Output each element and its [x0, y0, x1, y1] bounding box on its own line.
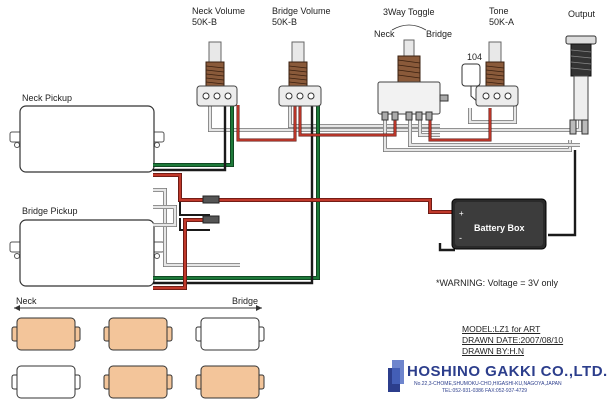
- battery-box: [451, 198, 547, 250]
- battery-label: Battery Box: [474, 223, 525, 233]
- neck-volume-value: 50K-B: [192, 17, 218, 27]
- red-wires: [153, 105, 492, 290]
- switch-cell-2-3: [195, 365, 265, 399]
- switch-cell-2-1: [11, 365, 81, 399]
- toggle-label: 3Way Toggle: [383, 7, 435, 17]
- brand-logo-mark: [388, 360, 404, 392]
- bridge-volume-label: Bridge Volume: [272, 6, 331, 16]
- battery-minus: -: [459, 233, 462, 243]
- drawn-date-info: DRAWN DATE:2007/08/10: [462, 335, 564, 345]
- pickup-selector-chart: [14, 305, 262, 311]
- neck-pickup: [9, 105, 165, 173]
- switch-position-cells: [11, 317, 265, 399]
- tone-label: Tone: [489, 6, 509, 16]
- tone-value: 50K-A: [489, 17, 515, 27]
- capacitor-104: [461, 63, 481, 105]
- output-jack: [565, 35, 597, 135]
- neck-pickup-label: Neck Pickup: [22, 93, 73, 103]
- tone-pot: [475, 41, 519, 107]
- drawn-by-info: DRAWN BY:H.N: [462, 346, 525, 356]
- switch-cell-2-2: [103, 365, 173, 399]
- toggle-bridge-label: Bridge: [426, 29, 453, 39]
- green-wires: [153, 105, 320, 280]
- switch-bridge-label: Bridge: [232, 296, 259, 306]
- wire-splices: [202, 195, 220, 224]
- switch-cell-1-2: [103, 317, 173, 351]
- bridge-pickup-label: Bridge Pickup: [22, 206, 78, 216]
- output-label: Output: [568, 9, 596, 19]
- three-way-toggle: [377, 24, 449, 121]
- switch-neck-label: Neck: [16, 296, 37, 306]
- bridge-volume-pot: [278, 41, 322, 107]
- toggle-neck-label: Neck: [374, 29, 395, 39]
- brand-phone: TEL:052-931-0386 FAX:052-937-4729: [442, 388, 528, 394]
- neck-volume-pot: [196, 41, 238, 107]
- battery-plus: +: [459, 209, 464, 218]
- brand-name: HOSHINO GAKKI CO.,LTD.: [407, 363, 608, 380]
- bridge-volume-value: 50K-B: [272, 17, 298, 27]
- capacitor-label: 104: [467, 52, 483, 62]
- neck-volume-label: Neck Volume: [192, 6, 246, 16]
- voltage-warning: *WARNING: Voltage = 3V only: [436, 278, 558, 288]
- switch-cell-1-3: [195, 317, 265, 351]
- brand-address: No.22,3-CHOME,SHUMOKU-CHO,HIGASHI-KU,NAG…: [414, 381, 562, 387]
- bridge-pickup: [9, 219, 165, 287]
- switch-cell-1-1: [11, 317, 81, 351]
- black-wires: [153, 105, 577, 285]
- model-info: MODEL:LZ1 for ART: [462, 324, 541, 334]
